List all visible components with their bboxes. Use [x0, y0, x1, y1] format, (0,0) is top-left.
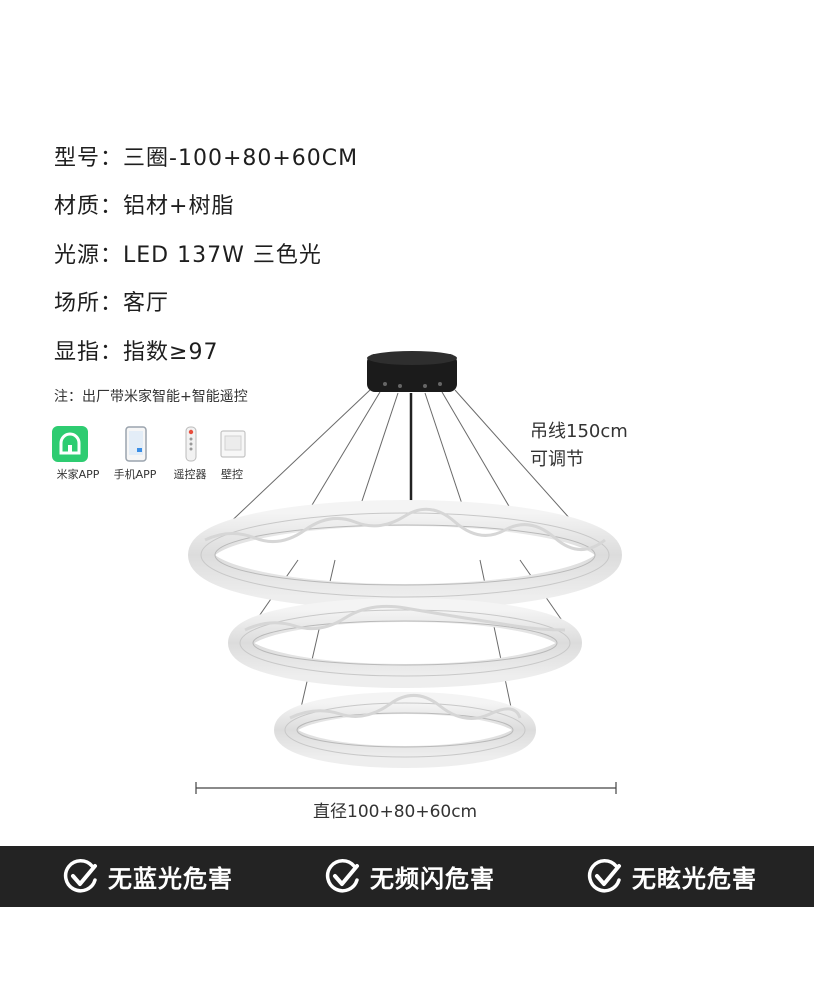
control-label: 遥控器 — [173, 468, 207, 481]
ring-60cm — [274, 692, 536, 768]
diameter-dimension-line — [195, 782, 617, 794]
spec-location: 场所：客厅 — [54, 285, 169, 317]
phone-icon — [125, 426, 147, 462]
spec-model: 型号：三圈-100+80+60CM — [54, 140, 358, 172]
badge-no-blue-light: 无蓝光危害 — [62, 846, 233, 907]
spec-value: 指数≥97 — [123, 340, 219, 365]
spec-value: LED 137W 三色光 — [123, 243, 322, 268]
check-shield-icon — [325, 858, 359, 893]
spec-value: 客厅 — [123, 291, 170, 316]
remote-control-icon — [185, 426, 197, 462]
spec-key: 场所： — [54, 291, 124, 316]
spec-key: 材质： — [54, 194, 124, 219]
wire-length-label: 吊线150cm — [530, 421, 628, 442]
control-label: 手机APP — [113, 468, 157, 481]
control-label: 壁控 — [221, 468, 243, 481]
badge-no-flicker: 无频闪危害 — [324, 846, 495, 907]
ring-80cm — [228, 598, 582, 688]
wire-adjustable-label: 可调节 — [530, 449, 584, 470]
ring-100cm — [188, 500, 622, 610]
badge-label: 无眩光危害 — [632, 865, 757, 893]
spec-value: 三圈-100+80+60CM — [123, 146, 359, 171]
suspension-wires — [221, 389, 581, 713]
control-label: 米家APP — [56, 468, 100, 481]
wall-switch-icon — [220, 430, 246, 458]
smart-note: 注：出厂带米家智能+智能遥控 — [54, 389, 248, 405]
badge-label: 无蓝光危害 — [108, 865, 233, 893]
spec-material: 材质：铝材+树脂 — [54, 188, 234, 220]
check-shield-icon — [63, 858, 97, 893]
spec-value: 铝材+树脂 — [123, 194, 235, 219]
spec-key: 型号： — [54, 146, 124, 171]
feature-banner: 无蓝光危害 无频闪危害 无眩光危害 — [0, 846, 814, 907]
badge-no-glare: 无眩光危害 — [586, 846, 757, 907]
chandelier-image — [188, 351, 622, 794]
spec-cri: 显指：指数≥97 — [54, 334, 218, 366]
check-shield-icon — [587, 858, 621, 893]
spec-key: 显指： — [54, 340, 124, 365]
diameter-label: 直径100+80+60cm — [313, 802, 478, 822]
mi-home-icon — [52, 426, 88, 462]
spec-key: 光源： — [54, 243, 124, 268]
spec-light-source: 光源：LED 137W 三色光 — [54, 237, 322, 269]
ceiling-canopy — [367, 351, 457, 392]
badge-label: 无频闪危害 — [370, 865, 495, 893]
